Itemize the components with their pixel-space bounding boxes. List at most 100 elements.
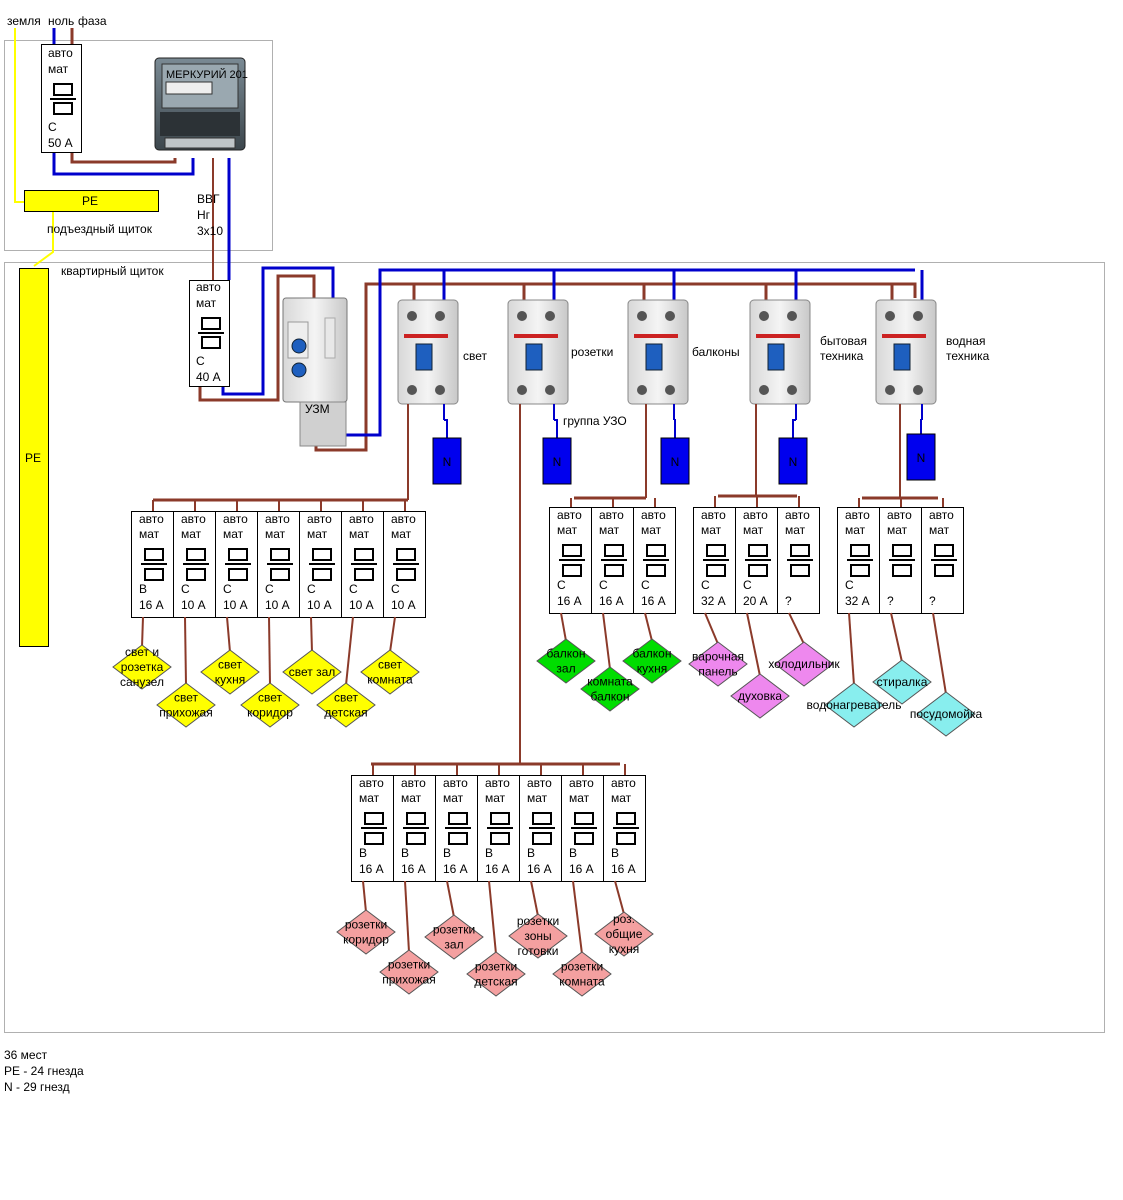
- breaker-label-2: мат: [443, 791, 464, 805]
- breaker-rating: 16 А: [139, 598, 164, 612]
- rcd-label: водная: [946, 334, 985, 348]
- neutral-block-label: N: [789, 455, 798, 469]
- breaker-rating: 10 А: [349, 598, 374, 612]
- rcd-group-label: группа УЗО: [563, 414, 627, 428]
- breaker-label-1: авто: [569, 776, 594, 790]
- load-label: свет: [258, 691, 283, 705]
- breaker-label-2: мат: [265, 527, 286, 541]
- panel-notes: 36 мест PE - 24 гнезда N - 29 гнезд: [4, 1047, 84, 1095]
- breaker-label-2: мат: [743, 523, 764, 537]
- breaker-rating: 10 А: [181, 598, 206, 612]
- phase-label: фаза: [78, 14, 107, 28]
- breaker-rating: 16 А: [599, 594, 624, 608]
- rcd-label: свет: [463, 349, 488, 363]
- load-label: свет и: [125, 645, 159, 659]
- svg-text:PE: PE: [82, 194, 98, 208]
- breaker-label-2: мат: [307, 527, 328, 541]
- svg-text:МЕРКУРИЙ 201: МЕРКУРИЙ 201: [166, 68, 248, 81]
- breaker-label-2: мат: [611, 791, 632, 805]
- load-label: коридор: [247, 706, 293, 720]
- breaker-label-1: авто: [887, 508, 912, 522]
- breaker-rating: 16 А: [641, 594, 666, 608]
- breaker-type: В: [401, 846, 409, 860]
- load-label: прихожая: [382, 973, 435, 987]
- breaker-type: С: [641, 578, 650, 592]
- breaker-rating: 16 А: [569, 862, 594, 876]
- rcd-label: техника: [820, 349, 864, 363]
- main-breaker: авто мат С 50 А: [41, 44, 82, 153]
- neutral-block: N: [778, 437, 808, 485]
- breaker-rating: 10 А: [391, 598, 416, 612]
- svg-text:С: С: [48, 120, 57, 134]
- neutral-block-label: N: [553, 455, 562, 469]
- breaker-rating: 20 А: [743, 594, 768, 608]
- pe-bar-entrance: PE: [24, 190, 159, 212]
- load-label: холодильник: [768, 657, 840, 671]
- breaker-label-1: авто: [139, 512, 164, 526]
- neutral-block: N: [906, 433, 936, 481]
- breaker-label-2: мат: [139, 527, 160, 541]
- load-label: комната: [367, 673, 413, 687]
- breaker-type: С: [557, 578, 566, 592]
- breaker-rating: ?: [929, 594, 936, 608]
- breaker-label-2: мат: [641, 523, 662, 537]
- breaker-type: В: [485, 846, 493, 860]
- breaker-label-1: авто: [743, 508, 768, 522]
- breaker-label-1: авто: [359, 776, 384, 790]
- breaker-rating: 16 А: [401, 862, 426, 876]
- neutral-block: N: [660, 437, 690, 485]
- ground-wires: [14, 28, 54, 267]
- svg-text:С: С: [196, 354, 205, 368]
- breaker-rating: 16 А: [443, 862, 468, 876]
- cable-label-2: Нг: [197, 208, 211, 222]
- breaker-label-2: мат: [557, 523, 578, 537]
- breaker-label-2: мат: [485, 791, 506, 805]
- breaker-label-2: мат: [349, 527, 370, 541]
- breaker-rating: 10 А: [223, 598, 248, 612]
- note-pe: PE - 24 гнезда: [4, 1064, 84, 1078]
- load-label: санузел: [120, 675, 164, 689]
- breaker-rating: ?: [887, 594, 894, 608]
- breaker-label-2: мат: [527, 791, 548, 805]
- breaker-rating: ?: [785, 594, 792, 608]
- load-label: духовка: [738, 689, 782, 703]
- breaker-label-1: авто: [611, 776, 636, 790]
- breaker-label-1: авто: [401, 776, 426, 790]
- breaker-rating: 32 А: [845, 594, 870, 608]
- breaker-type: С: [349, 582, 358, 596]
- breaker-type: В: [359, 846, 367, 860]
- breaker-type: С: [223, 582, 232, 596]
- svg-text:PE: PE: [25, 451, 41, 465]
- load-label: варочная: [692, 650, 744, 664]
- supply-wires: [52, 28, 231, 280]
- breaker-type: В: [611, 846, 619, 860]
- load-label: кухня: [637, 662, 668, 676]
- breaker-label-1: авто: [929, 508, 954, 522]
- breaker-type: С: [701, 578, 710, 592]
- breaker-label-2: мат: [929, 523, 950, 537]
- breaker-label-1: авто: [557, 508, 582, 522]
- breaker-label-1: авто: [527, 776, 552, 790]
- load-label: кухня: [609, 942, 640, 956]
- breaker-label-2: мат: [599, 523, 620, 537]
